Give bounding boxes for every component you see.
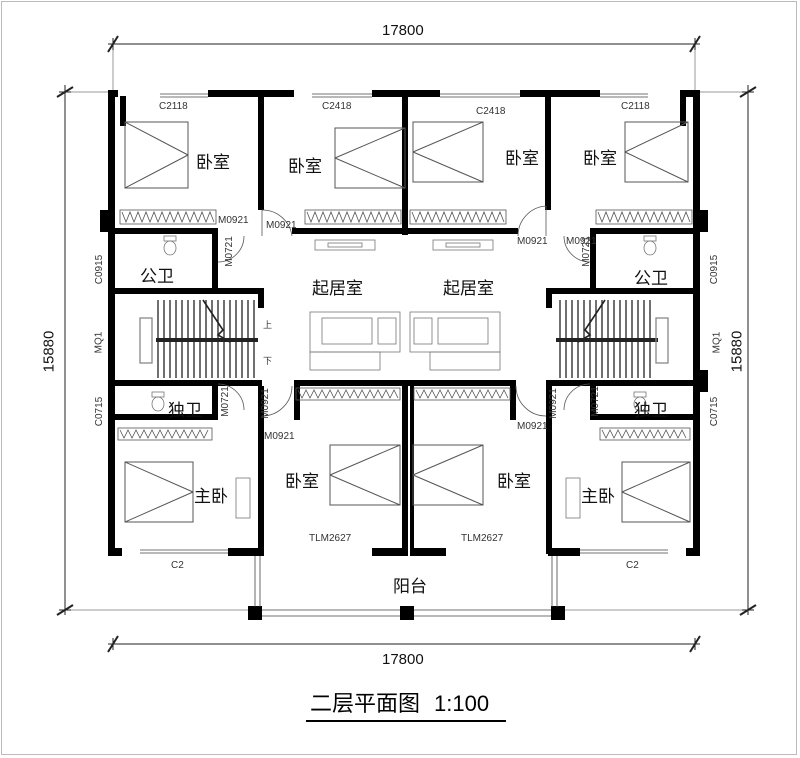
door-code: M0921 <box>517 236 548 247</box>
drawing-title-name: 二层平面图 <box>310 692 421 717</box>
door-code: M0921 <box>517 421 548 432</box>
bedroom-label: 卧室 <box>288 157 322 177</box>
window-code: C2418 <box>476 106 506 117</box>
drawing-title: 二层平面图 1:100 <box>310 686 489 718</box>
window-code: C2 <box>626 560 639 571</box>
door-code: TLM2627 <box>461 533 504 544</box>
bedroom-label: 卧室 <box>497 472 531 492</box>
bedroom-label: 卧室 <box>285 472 319 492</box>
drawing-scale: 1:100 <box>434 691 490 716</box>
stair-down-mark: 下 <box>263 357 273 367</box>
living-room-label: 起居室 <box>443 279 494 299</box>
window-code: C2118 <box>159 101 188 112</box>
living-room-label: 起居室 <box>312 279 363 299</box>
living-furniture <box>309 239 501 371</box>
door-code: M0721 <box>589 386 601 417</box>
window-code: C0715 <box>709 396 721 427</box>
left-dimension: 15880 <box>40 330 58 373</box>
window-code: C2118 <box>621 101 650 112</box>
stairs <box>139 299 669 378</box>
door-code: M0921 <box>218 215 249 226</box>
door-code: MQ1 <box>93 331 105 354</box>
private-bath-label: 独卫 <box>634 401 668 421</box>
door-code: M0721 <box>580 236 592 267</box>
door-code: M0921 <box>547 388 559 419</box>
master-bedroom-label: 主卧 <box>194 487 228 507</box>
beds <box>124 121 691 523</box>
bedroom-label: 卧室 <box>583 149 617 169</box>
private-bath-label: 独卫 <box>168 401 202 421</box>
window-code: C2418 <box>322 101 352 112</box>
door-code: M0921 <box>566 236 597 247</box>
bath-fixtures <box>151 235 657 519</box>
public-bath-label: 公卫 <box>140 267 174 287</box>
dimension-lines <box>56 35 757 653</box>
window-code: C0915 <box>94 254 106 285</box>
door-code: M0721 <box>219 386 231 417</box>
wardrobes <box>117 209 693 441</box>
balcony-rail <box>254 556 558 617</box>
door-swings <box>217 205 591 417</box>
master-bedroom-label: 主卧 <box>581 487 615 507</box>
door-code: M0921 <box>259 388 271 419</box>
balcony-label: 阳台 <box>393 577 427 597</box>
bedroom-label: 卧室 <box>196 153 230 173</box>
door-code: TLM2627 <box>309 533 352 544</box>
top-dimension: 17800 <box>382 22 424 39</box>
bottom-dimension: 17800 <box>382 651 424 668</box>
bedroom-label: 卧室 <box>505 149 539 169</box>
title-underline <box>306 720 506 722</box>
door-code: M0921 <box>266 220 297 231</box>
door-code: MQ1 <box>711 331 723 354</box>
door-code: M0721 <box>223 236 235 267</box>
door-code: M0921 <box>264 431 295 442</box>
public-bath-label: 公卫 <box>634 269 668 289</box>
right-dimension: 15880 <box>728 330 746 373</box>
window-code: C0715 <box>94 396 106 427</box>
window-code: C0915 <box>709 254 721 285</box>
window-code: C2 <box>171 560 184 571</box>
walls <box>100 90 708 620</box>
stair-up-mark: 上 <box>263 321 273 331</box>
